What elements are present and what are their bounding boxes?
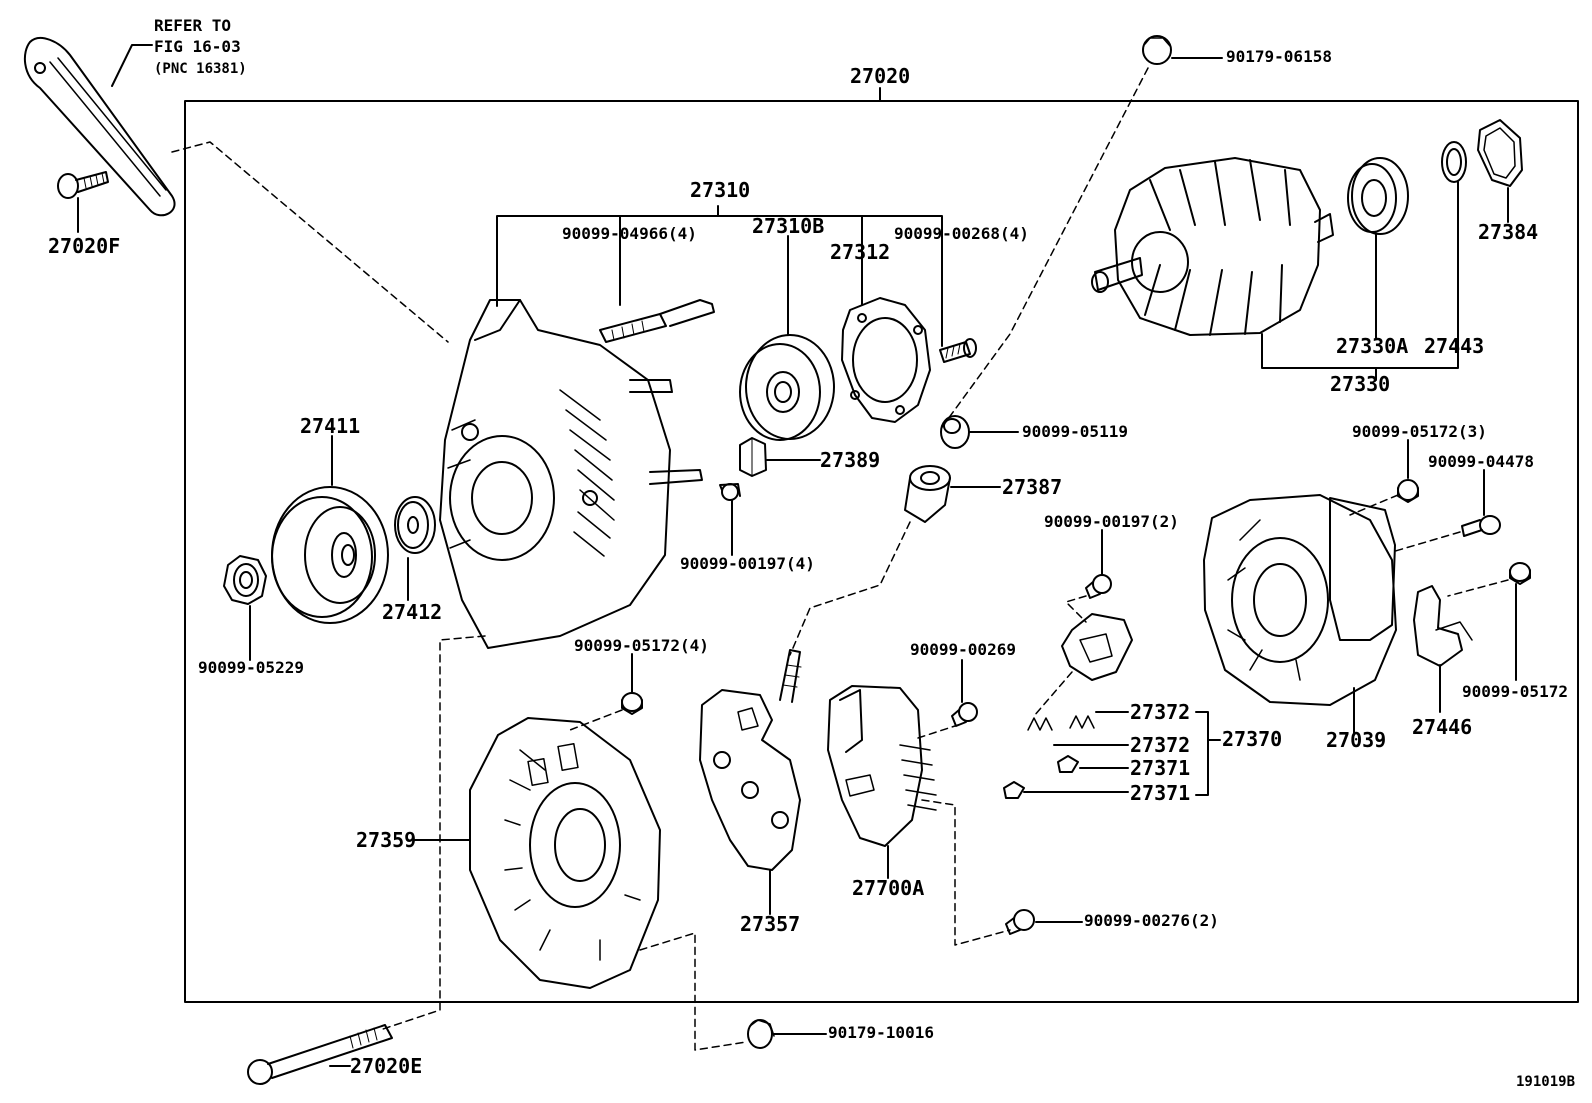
part-label: 90099-04966(4) <box>562 224 697 243</box>
spring-27372-drawing <box>1027 715 1095 731</box>
part-label: 90099-05172(3) <box>1352 422 1487 441</box>
stud-bolt-drawing <box>599 299 715 343</box>
dash-27020E <box>379 635 486 1031</box>
part-label: 27411 <box>300 414 361 438</box>
brush-27371-drawing <box>1003 755 1079 799</box>
part-label: 27389 <box>820 448 881 472</box>
rotor-27330-drawing <box>1091 157 1334 336</box>
part-label: 27443 <box>1424 334 1485 358</box>
part-label: 27020E <box>350 1054 423 1078</box>
washer-27443-drawing <box>1441 141 1467 183</box>
cap-05119-drawing <box>940 415 970 449</box>
part-label: 27312 <box>830 240 891 264</box>
part-label: 27330 <box>1330 372 1391 396</box>
regulator-27700A-drawing <box>827 685 937 847</box>
pulley-27411-drawing <box>271 486 389 624</box>
screw-00197-2-drawing <box>1085 574 1112 599</box>
screw-00269-drawing <box>951 702 978 727</box>
adjusting-bar-drawing <box>23 36 176 217</box>
rectifier-end-frame-27359-drawing <box>469 717 661 989</box>
rectifier-27357-drawing <box>699 649 802 871</box>
part-label: 27330A <box>1336 334 1409 358</box>
part-label: 27357 <box>740 912 801 936</box>
part-label: 27310B <box>752 214 825 238</box>
refer-to-text: REFER TO <box>154 16 232 35</box>
part-label: 27384 <box>1478 220 1539 244</box>
screw-00276-drawing <box>1005 909 1035 935</box>
nut-05172-drawing <box>1509 562 1531 585</box>
bearing-27330A-drawing <box>1347 157 1409 235</box>
rear-end-frame-27039-drawing <box>1203 494 1397 706</box>
cover-27384-drawing <box>1477 119 1523 187</box>
part-label: 90099-00268(4) <box>894 224 1029 243</box>
part-label: 27700A <box>852 876 925 900</box>
part-label: 90099-05119 <box>1022 422 1128 441</box>
figure-code: 191019B <box>1516 1074 1576 1090</box>
leader-27310 <box>496 215 943 347</box>
bearing-27310B-drawing <box>739 334 835 441</box>
part-label: 27371 <box>1130 756 1191 780</box>
part-label: 27020F <box>48 234 121 258</box>
part-label: 90099-05229 <box>198 658 304 677</box>
part-label: 90179-06158 <box>1226 47 1332 66</box>
part-label: 27372 <box>1130 700 1191 724</box>
leader-27330 <box>1261 181 1459 369</box>
drive-end-frame-drawing <box>439 299 703 649</box>
assembly-number: 27020 <box>850 64 911 88</box>
retainer-27312-drawing <box>841 297 931 423</box>
nut-05229-drawing <box>223 555 267 605</box>
refer-fig-text: FIG 16-03 <box>154 37 241 56</box>
part-label: 90099-04478 <box>1428 452 1534 471</box>
part-label: 27371 <box>1130 781 1191 805</box>
bolt-27020F-drawing <box>57 171 109 199</box>
part-label: 90099-00269 <box>910 640 1016 659</box>
part-label: 90099-05172(4) <box>574 636 709 655</box>
part-label: 27359 <box>356 828 417 852</box>
part-label: 27412 <box>382 600 443 624</box>
terminal-insulator-27446-drawing <box>1413 585 1473 667</box>
part-label: 90179-10016 <box>828 1023 934 1042</box>
part-label: 90099-00197(4) <box>680 554 815 573</box>
dash-bracket <box>171 141 449 343</box>
part-label: 90099-00276(2) <box>1084 911 1219 930</box>
refer-pnc-text: (PNC 16381) <box>154 61 247 77</box>
part-label: 90099-00197(2) <box>1044 512 1179 531</box>
part-label: 27387 <box>1002 475 1063 499</box>
assembly-frame <box>184 100 1579 1003</box>
part-label: 27370 <box>1222 727 1283 751</box>
cap-10016-drawing <box>747 1019 775 1049</box>
nut-05172-4-drawing <box>621 692 643 715</box>
part-label: 90099-05172 <box>1462 682 1568 701</box>
part-label: 27039 <box>1326 728 1387 752</box>
cap-06158-drawing <box>1142 35 1172 65</box>
refer-leader <box>111 44 153 87</box>
dash-06158 <box>939 67 1149 431</box>
screw-00268-drawing <box>939 338 977 363</box>
collar-27412-drawing <box>394 496 436 554</box>
brush-holder-drawing <box>1061 613 1133 681</box>
cap-27389-drawing <box>739 437 767 477</box>
part-label: 27372 <box>1130 733 1191 757</box>
through-bolt-27020E-drawing <box>247 1024 393 1085</box>
leader-27370 <box>1023 711 1129 793</box>
part-label: 27446 <box>1412 715 1473 739</box>
screw-00197-4-drawing <box>719 483 741 501</box>
bolt-04478-drawing <box>1461 515 1501 537</box>
terminal-insulator-27387-drawing <box>904 465 951 523</box>
part-label: 27310 <box>690 178 751 202</box>
dash-27387 <box>789 521 911 656</box>
nut-05172-3-drawing <box>1397 479 1419 503</box>
